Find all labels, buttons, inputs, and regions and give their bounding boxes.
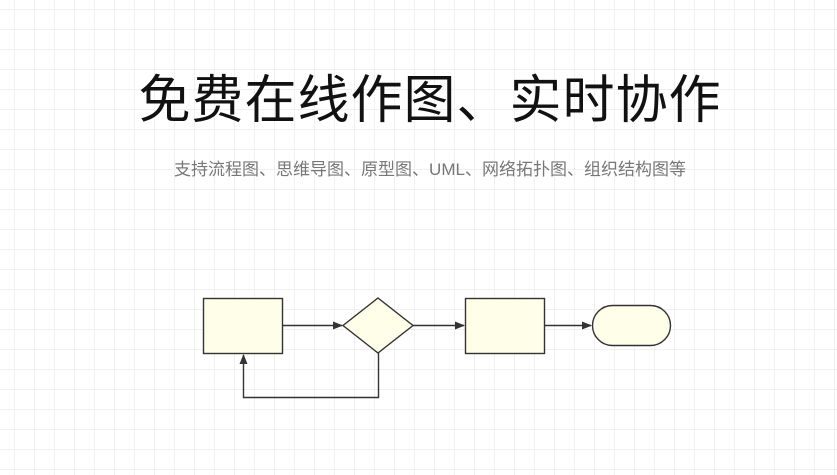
hero-title: 免费在线作图、实时协作 [138,72,722,130]
process-box-1 [202,297,284,355]
hero-subtitle: 支持流程图、思维导图、原型图、UML、网络拓扑图、组织结构图等 [174,160,686,179]
terminator-shape [591,304,672,347]
loop-back-arrow [239,353,380,399]
decision-diamond [341,297,415,354]
process-box-2 [464,297,546,355]
